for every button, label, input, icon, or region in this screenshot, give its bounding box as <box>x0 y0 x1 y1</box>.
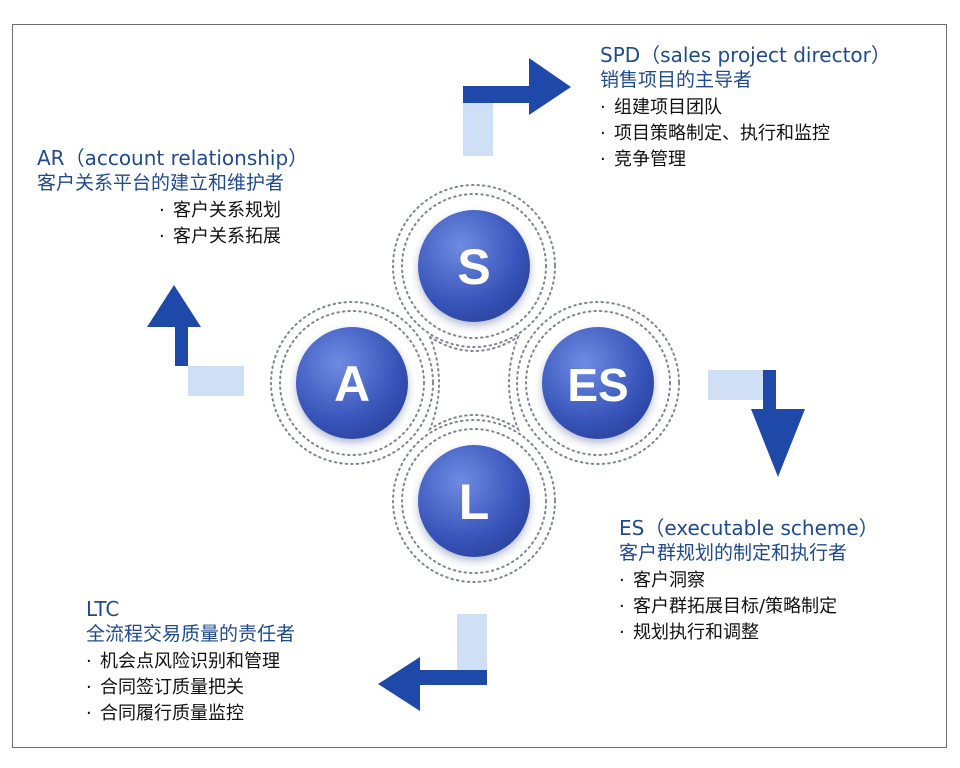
letter-a: A <box>334 356 370 412</box>
ar-list: ·客户关系规划 ·客户关系拓展 <box>159 198 308 250</box>
list-item: ·机会点风险识别和管理 <box>86 651 280 672</box>
letter-l: L <box>459 474 490 530</box>
letter-es: ES <box>567 359 628 411</box>
ring-s-outer <box>392 184 556 348</box>
list-item: ·客户关系拓展 <box>159 226 281 247</box>
list-item: ·客户关系规划 <box>159 200 281 221</box>
spd-title: SPD（sales project director） <box>600 43 891 67</box>
es-subtitle: 客户群规划的制定和执行者 <box>619 542 848 564</box>
clover-center-outline <box>427 334 521 432</box>
clover-center <box>430 337 518 429</box>
circle-es: ES <box>542 327 654 439</box>
arrow-tr-head <box>463 58 571 115</box>
ltc-title: LTC <box>86 597 120 621</box>
es-list: ·客户洞察 ·客户群拓展目标/策略制定 ·规划执行和调整 <box>619 568 879 646</box>
arrow-tr-stem <box>463 103 493 156</box>
list-item: ·合同履行质量监控 <box>86 703 244 724</box>
es-block: ES（executable scheme） 客户群规划的制定和执行者 ·客户洞察… <box>619 516 879 646</box>
arrow-lu-head <box>147 285 201 366</box>
list-item: ·合同签订质量把关 <box>86 677 244 698</box>
ball-es <box>542 327 654 439</box>
ltc-block: LTC 全流程交易质量的责任者 ·机会点风险识别和管理 ·合同签订质量把关 ·合… <box>86 597 295 727</box>
arrow-bl-stem <box>457 614 487 670</box>
ring-es-inner <box>525 310 671 456</box>
arrow-bl-head <box>378 657 487 711</box>
spd-subtitle: 销售项目的主导者 <box>600 69 753 91</box>
spd-list: ·组建项目团队 ·项目策略制定、执行和监控 ·竞争管理 <box>600 95 891 173</box>
list-item: ·竞争管理 <box>600 149 686 170</box>
arrow-rd-head <box>751 370 805 477</box>
ring-s-inner <box>401 193 547 339</box>
ball-l <box>418 445 530 557</box>
ar-block: AR（account relationship） 客户关系平台的建立和维护者 ·… <box>37 146 308 250</box>
ball-s <box>418 210 530 322</box>
list-item: ·客户群拓展目标/策略制定 <box>619 596 838 617</box>
list-item: ·项目策略制定、执行和监控 <box>600 123 830 144</box>
ring-es-outer <box>516 301 680 465</box>
ltc-list: ·机会点风险识别和管理 ·合同签订质量把关 ·合同履行质量监控 <box>86 649 295 727</box>
arrow-left-up <box>147 285 244 396</box>
es-title: ES（executable scheme） <box>619 516 879 540</box>
arrow-rd-stem <box>708 370 763 400</box>
ar-subtitle: 客户关系平台的建立和维护者 <box>37 172 285 194</box>
circle-a: A <box>296 327 408 439</box>
list-item: ·规划执行和调整 <box>619 622 759 643</box>
ar-title: AR（account relationship） <box>37 146 309 170</box>
spd-block: SPD（sales project director） 销售项目的主导者 ·组建… <box>600 43 891 173</box>
arrow-bottom-left <box>378 614 487 711</box>
letter-s: S <box>457 239 490 295</box>
diagram-frame <box>12 24 947 748</box>
arrow-right-down <box>708 370 805 477</box>
arrow-top-right <box>463 58 571 156</box>
circle-s: S <box>418 210 530 322</box>
ltc-subtitle: 全流程交易质量的责任者 <box>86 623 296 645</box>
list-item: ·客户洞察 <box>619 570 705 591</box>
circle-l: L <box>418 445 530 557</box>
ball-a <box>296 327 408 439</box>
ring-a-inner <box>279 310 425 456</box>
ring-a-outer <box>270 301 434 465</box>
list-item: ·组建项目团队 <box>600 97 722 118</box>
ring-l-inner <box>401 428 547 574</box>
ring-l-outer <box>392 419 556 583</box>
dotted-rings <box>270 184 680 583</box>
arrow-lu-stem <box>188 366 244 396</box>
